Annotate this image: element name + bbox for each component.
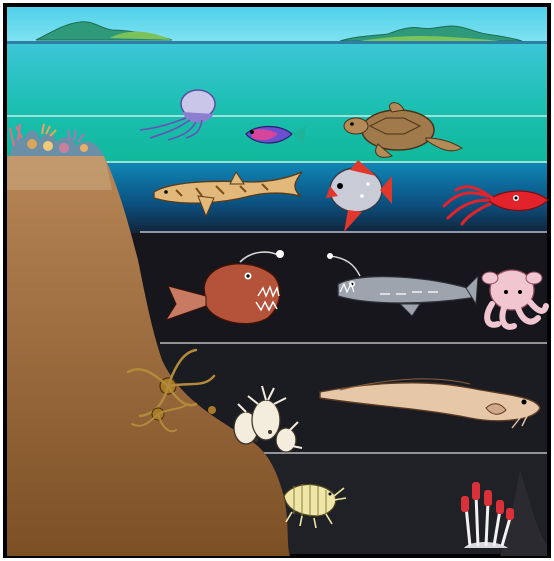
water-surface (7, 41, 547, 44)
continental-shelf-highlight (7, 156, 112, 190)
